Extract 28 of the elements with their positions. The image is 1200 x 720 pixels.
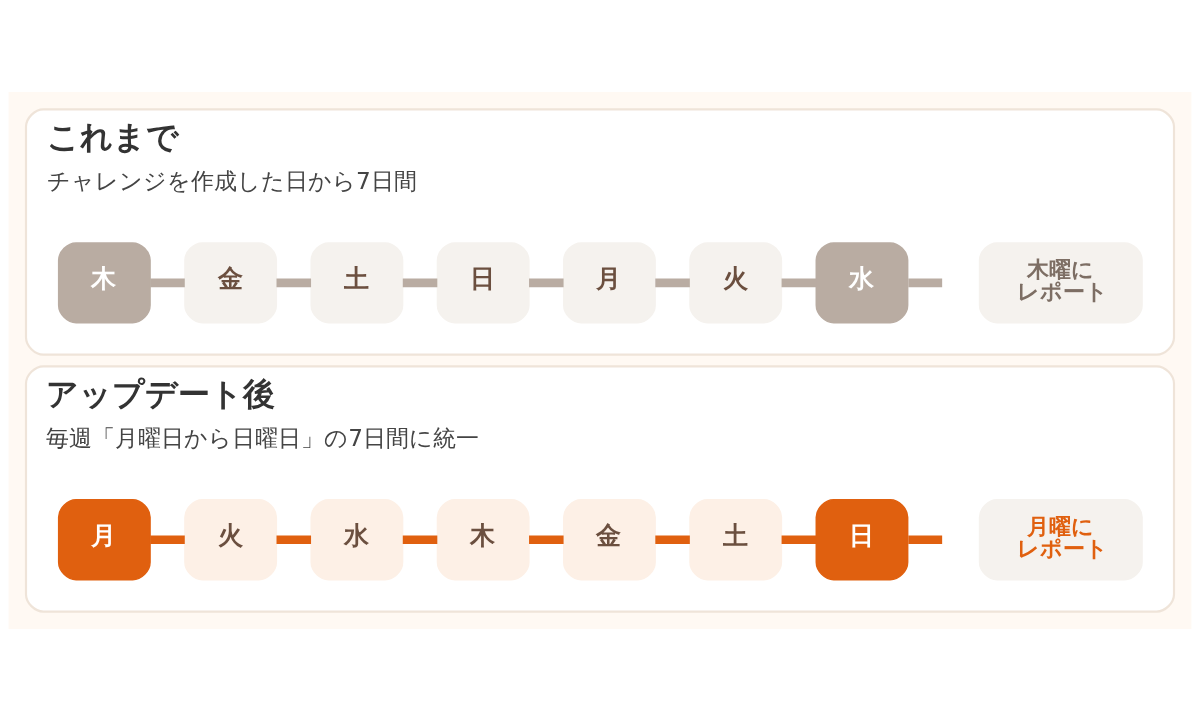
node-box: 火 [689, 241, 783, 323]
connector [655, 534, 690, 544]
node-box: 月 [563, 241, 656, 323]
node-box: 木 [57, 241, 151, 323]
node-box: 土 [689, 498, 783, 580]
node-box: 木 [436, 498, 530, 580]
node-box: 金 [563, 498, 656, 580]
connector [655, 278, 690, 287]
connector [402, 278, 438, 287]
node-box: 水 [310, 498, 404, 580]
connector [150, 534, 185, 544]
connector [402, 534, 438, 544]
connector [276, 534, 312, 544]
connector [908, 278, 943, 287]
node-box: 水 [815, 241, 909, 323]
node-box: 金 [184, 241, 278, 323]
connector [781, 278, 817, 287]
node-box: 土 [310, 241, 404, 323]
connector [529, 534, 564, 544]
connector [529, 278, 564, 287]
connector [276, 278, 312, 287]
connector [150, 278, 185, 287]
node-box: 月 [57, 498, 151, 580]
node-box: 日 [815, 498, 909, 580]
connector [908, 534, 943, 544]
node-box: 火 [184, 498, 278, 580]
node-box: 日 [436, 241, 530, 323]
connector [781, 534, 817, 544]
